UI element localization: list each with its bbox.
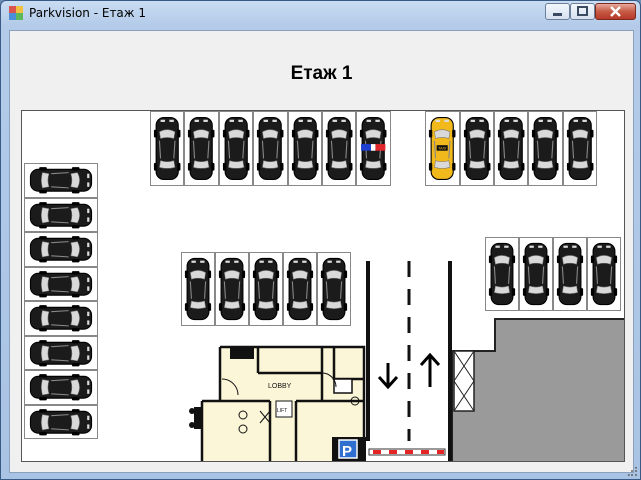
client-area: Етаж 1 [9, 30, 634, 473]
maximize-button[interactable] [570, 3, 595, 20]
right-row-spot[interactable] [587, 237, 621, 311]
car-icon [556, 242, 584, 306]
car-icon [29, 374, 93, 401]
lot-scenery: LOBBY LIFT P [189, 261, 624, 461]
left-column-spot[interactable] [24, 163, 98, 198]
car-icon [29, 408, 93, 435]
taxi-car-icon: TAXI [429, 116, 456, 181]
top-row-spot[interactable] [150, 111, 185, 186]
crate-icon [453, 350, 475, 412]
floor-heading: Етаж 1 [290, 63, 353, 84]
left-column-spot[interactable] [24, 301, 98, 336]
right-row-spot[interactable] [485, 237, 519, 311]
middle-row-spot[interactable] [283, 252, 317, 326]
car-icon [252, 257, 280, 321]
lift-label: LIFT [277, 408, 287, 414]
car-icon [532, 116, 559, 181]
lane-wall-left [366, 261, 370, 441]
car-icon [29, 236, 93, 263]
car-icon [286, 257, 314, 321]
minimize-icon [553, 13, 562, 16]
left-column-spot[interactable] [24, 197, 98, 232]
car-icon [218, 257, 246, 321]
police-car-icon [360, 116, 387, 181]
left-column-spot[interactable] [24, 404, 98, 439]
top-row-spot[interactable] [253, 111, 288, 186]
car-icon [325, 116, 353, 181]
car-icon [497, 116, 525, 181]
car-icon [566, 116, 594, 181]
car-icon [222, 116, 250, 181]
building-block [451, 318, 624, 461]
left-column-spot[interactable] [24, 335, 98, 370]
svg-text:TAXI: TAXI [438, 146, 446, 151]
right-row-spot[interactable] [553, 237, 587, 311]
lobby-label: LOBBY [268, 383, 292, 390]
left-column-spot[interactable] [24, 232, 98, 267]
top-row-spot[interactable] [322, 111, 357, 186]
car-icon [257, 116, 284, 181]
middle-row-spot[interactable] [249, 252, 283, 326]
parking-lot-map: LOBBY LIFT P [21, 110, 625, 462]
parking-sign-label: P [342, 443, 352, 460]
left-column-spot[interactable] [24, 266, 98, 301]
car-icon [291, 116, 319, 181]
car-icon [590, 242, 618, 306]
top-row-spot[interactable] [184, 111, 219, 186]
top-row-spot[interactable] [459, 111, 494, 186]
left-column-spot[interactable] [24, 370, 98, 405]
top-row-spot[interactable] [356, 111, 391, 186]
top-row-spot[interactable] [528, 111, 563, 186]
up-arrow-icon [419, 352, 441, 387]
top-row-spot[interactable] [287, 111, 322, 186]
lane-wall-right [448, 261, 452, 461]
car-icon [29, 270, 93, 297]
entry-barrier [368, 448, 446, 456]
parking-sign-icon: P [332, 437, 366, 461]
car-icon [29, 167, 93, 194]
middle-row-spot[interactable] [317, 252, 351, 326]
middle-row-spot[interactable] [181, 252, 215, 326]
car-icon [184, 257, 212, 321]
window-title: Parkvision - Етаж 1 [29, 6, 147, 20]
down-arrow-icon [377, 363, 399, 390]
top-row-spot[interactable]: TAXI [425, 111, 460, 186]
top-row-spot[interactable] [390, 111, 426, 186]
car-icon [153, 116, 181, 181]
maximize-icon [577, 6, 588, 16]
close-icon [610, 6, 621, 17]
car-icon [188, 116, 215, 181]
car-icon [488, 242, 516, 306]
right-row-spot[interactable] [519, 237, 553, 311]
car-icon [29, 305, 93, 332]
car-icon [522, 242, 550, 306]
app-icon [9, 6, 23, 20]
minimize-button[interactable] [545, 3, 570, 20]
resize-grip-icon[interactable] [628, 467, 638, 477]
middle-row-spot[interactable] [215, 252, 249, 326]
top-row-spot[interactable] [218, 111, 254, 186]
car-icon [320, 257, 348, 321]
title-bar[interactable]: Parkvision - Етаж 1 [1, 1, 640, 25]
car-icon [463, 116, 491, 181]
car-icon [29, 201, 93, 228]
car-icon [29, 339, 93, 366]
close-button[interactable] [595, 3, 636, 20]
top-row-spot[interactable] [494, 111, 529, 186]
top-row-spot[interactable] [562, 111, 598, 186]
